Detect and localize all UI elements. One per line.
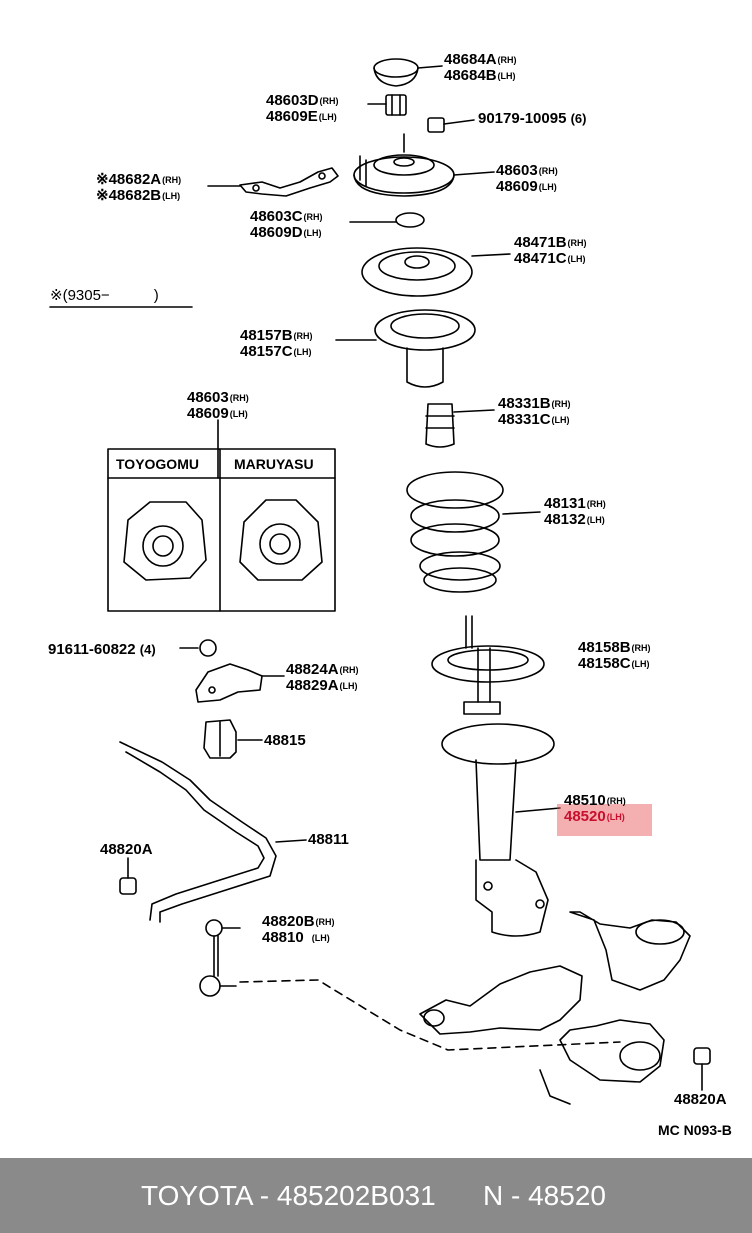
stabilizer-link-part [199, 919, 241, 997]
nut-part-right [693, 1047, 711, 1065]
label-48331: 48331B(RH) 48331C(LH) [498, 395, 571, 428]
highlight-48520 [557, 804, 652, 836]
label-48471: 48471B(RH) 48471C(LH) [514, 234, 587, 267]
label-48603: 48603(RH) 48609(LH) [496, 162, 558, 195]
bump-stopper-part [425, 403, 455, 448]
footer-part-number: TOYOTA - 485202B031 [141, 1180, 436, 1211]
note-9305: ※(9305−) [50, 287, 159, 304]
shock-absorber-part [431, 615, 555, 937]
label-48815: 48815 [264, 732, 306, 749]
label-48820b: 48820B(RH) 48810(LH) [262, 913, 335, 946]
label-48820a-right: 48820A [674, 1091, 727, 1108]
label-91611: 91611-60822 (4) [48, 641, 156, 658]
label-48811: 48811 [308, 831, 349, 848]
label-48820a-left: 48820A [100, 841, 153, 858]
footer-reference: N - 48520 [483, 1180, 606, 1211]
bolt-part [199, 639, 217, 657]
label-48603c: 48603C(RH) 48609D(LH) [250, 208, 323, 241]
stabilizer-bar-part [119, 741, 277, 923]
label-48684: 48684A(RH) 48684B(LH) [444, 51, 517, 84]
bushing-part [203, 719, 237, 759]
label-48682: ※48682A(RH) ※48682B(LH) [96, 171, 182, 204]
parts-diagram [49, 58, 711, 1105]
washer-part [395, 212, 425, 228]
label-48603-box: 48603(RH) 48609(LH) [187, 389, 249, 422]
diagram-code: MC N093-B [658, 1122, 732, 1138]
label-48131: 48131(RH) 48132(LH) [544, 495, 606, 528]
label-90179: 90179-10095 (6) [478, 110, 587, 127]
label-48603d: 48603D(RH) 48609E(LH) [266, 92, 339, 125]
footer-bar: TOYOTA - 485202B031 N - 48520 [0, 1158, 752, 1233]
variant-box [107, 419, 336, 612]
nut-part-left [119, 877, 137, 895]
coil-spring-part [406, 471, 504, 593]
box-header-toyogomu: TOYOGOMU [116, 456, 199, 472]
label-48824: 48824A(RH) 48829A(LH) [286, 661, 359, 694]
label-48157: 48157B(RH) 48157C(LH) [240, 327, 313, 360]
strut-mount-part [353, 133, 455, 197]
box-header-maruyasu: MARUYASU [234, 456, 314, 472]
bearing-part [361, 247, 473, 297]
bracket-part [239, 167, 339, 197]
upper-seat-part [374, 309, 476, 388]
stabilizer-bracket-part [195, 663, 263, 703]
label-48510: 48510(RH) 48520(LH) [564, 792, 626, 825]
flange-nut-part [427, 117, 475, 133]
label-48158: 48158B(RH) 48158C(LH) [578, 639, 651, 672]
dust-cap-part [373, 58, 419, 87]
steering-knuckle-part [419, 911, 691, 1105]
upper-nut-part [385, 94, 407, 116]
